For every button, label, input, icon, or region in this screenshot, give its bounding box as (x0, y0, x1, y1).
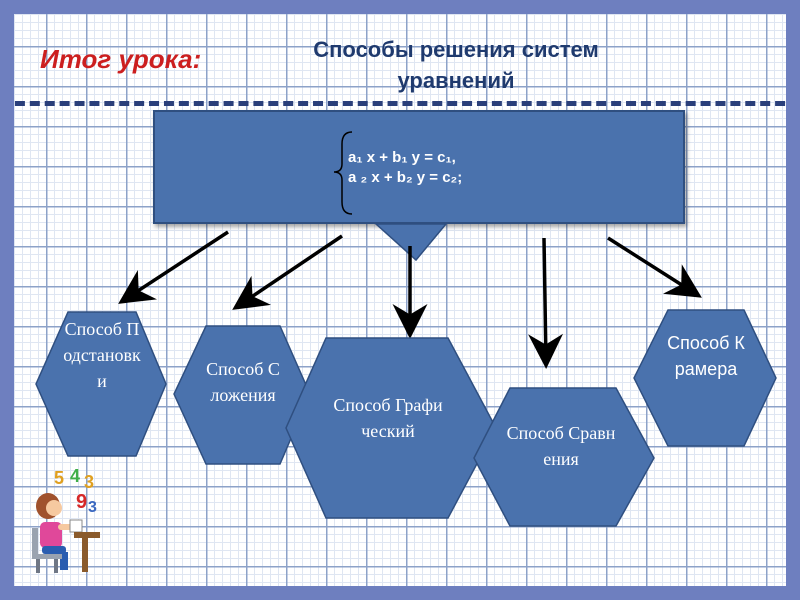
arrow-to-addition (238, 236, 342, 306)
equation-line-1: a₁ x + b₁ y = c₁, (348, 148, 462, 168)
clipart-number: 3 (88, 499, 97, 516)
method-label-comparison: Способ Сравнения (506, 420, 616, 472)
student-with-numbers-clipart: 5 4 3 9 3 (24, 466, 114, 576)
arrow-to-comparison (544, 238, 546, 362)
arrow-to-cramer (608, 238, 696, 294)
equation-lines: a₁ x + b₁ y = c₁, a ₂ x + b₂ y = c₂; (348, 148, 462, 188)
method-label-addition: Способ Сложения (202, 356, 284, 408)
clipart-number: 5 (54, 468, 64, 488)
method-label-substitution: Способ Подстановки (62, 316, 142, 394)
clipart-number: 9 (76, 491, 87, 513)
method-label-cramer: Способ Крамера (664, 330, 748, 382)
diagram-graphics (14, 14, 786, 586)
equation-line-2: a ₂ x + b₂ y = c₂; (348, 168, 462, 188)
method-label-graphical: Способ Графический (329, 392, 447, 444)
clipart-number: 4 (70, 466, 80, 486)
arrow-to-substitution (124, 232, 228, 300)
slide: Итог урока: Способы решения систем уравн… (14, 14, 786, 586)
clipart-number: 3 (84, 472, 94, 492)
